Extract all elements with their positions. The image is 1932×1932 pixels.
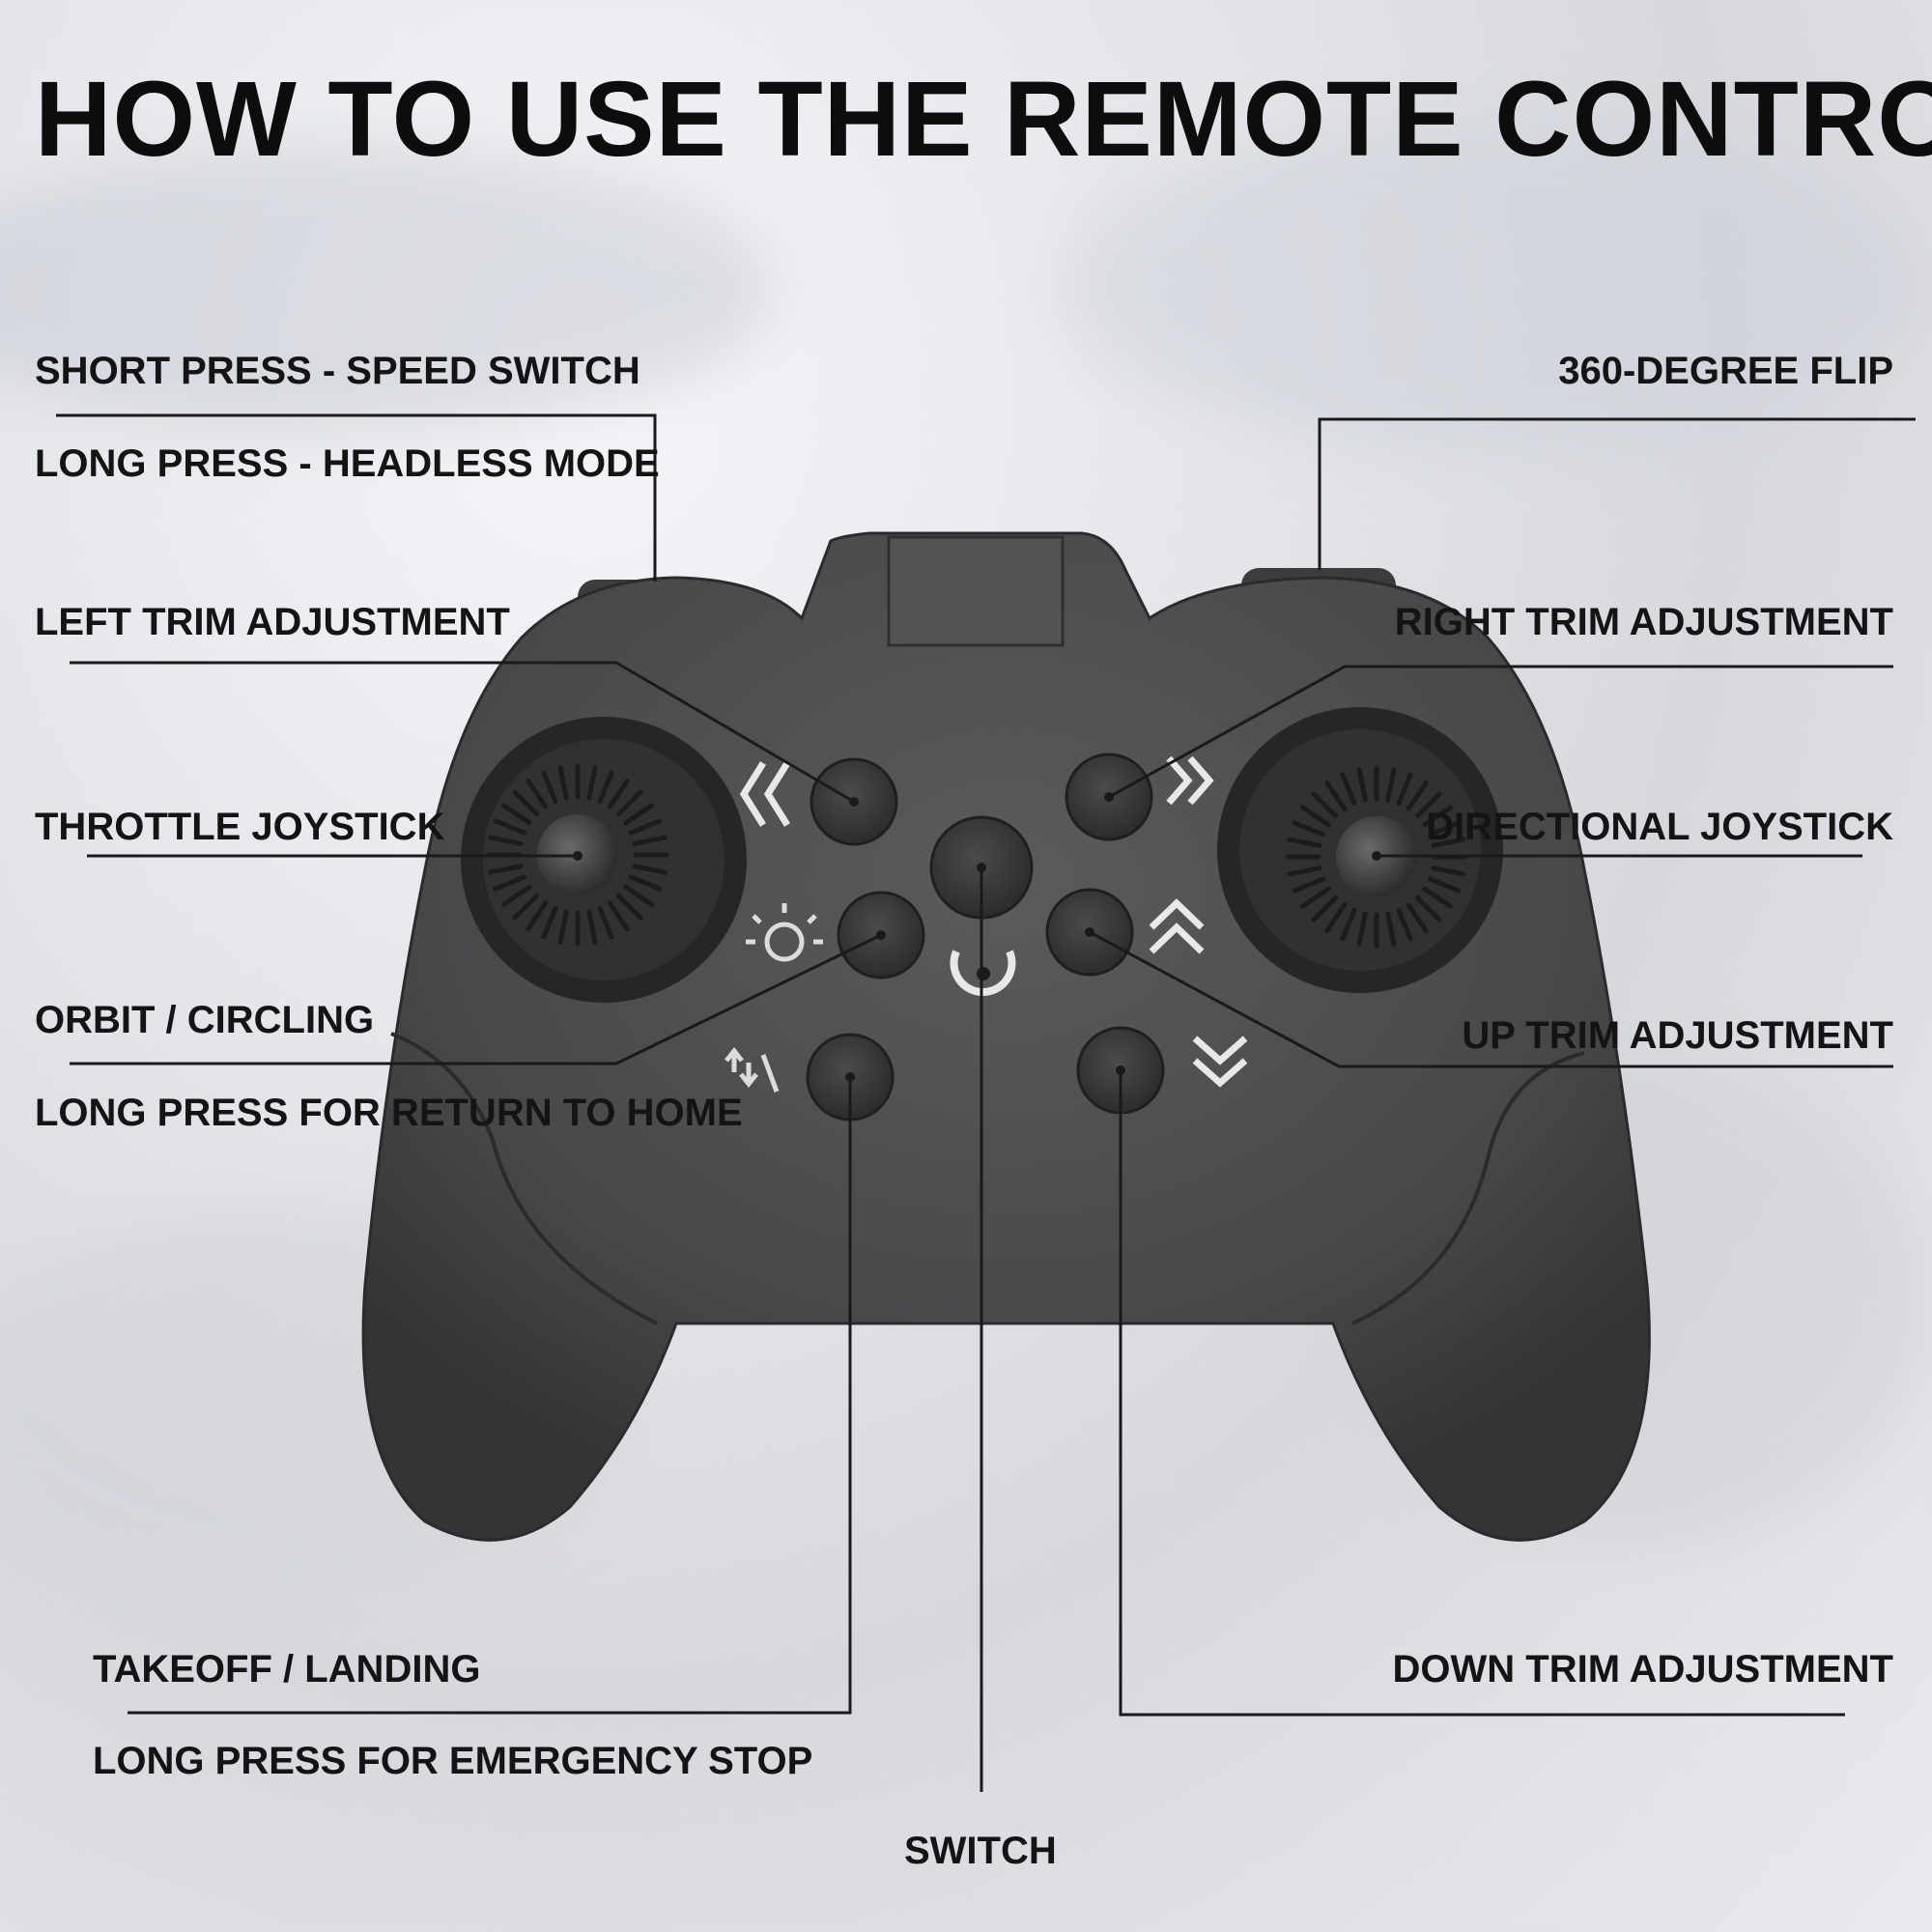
label-switch: SWITCH	[904, 1830, 1057, 1872]
grip-ridge	[1414, 895, 1442, 923]
right-grip-seam	[1351, 1051, 1585, 1325]
background-texture	[1063, 116, 1932, 454]
grip-ridge	[541, 770, 558, 805]
grip-ridge	[597, 905, 614, 940]
grip-ridge	[615, 893, 643, 921]
label-left-trim-adjustment: LEFT TRIM ADJUSTMENT	[35, 601, 510, 643]
leader-line-orbit	[70, 933, 882, 1065]
joystick-grip-ridges	[1285, 765, 1468, 949]
left-grip-seam	[390, 1032, 658, 1325]
grip-ridge	[1431, 837, 1466, 848]
leader-lines	[56, 413, 1916, 1792]
grip-ridge	[501, 884, 532, 907]
grip-ridge	[1324, 781, 1348, 811]
leader-line-speed-switch	[56, 413, 657, 582]
controller-body	[361, 531, 1651, 1542]
grip-ridge	[493, 874, 527, 892]
grip-ridge	[1406, 781, 1429, 811]
grip-ridge	[1414, 791, 1442, 819]
leader-line-right-trim	[1108, 665, 1893, 799]
grip-ridge	[1292, 820, 1326, 838]
grip-ridge	[1406, 902, 1429, 933]
label-return-to-home: LONG PRESS FOR RETURN TO HOME	[35, 1092, 743, 1134]
grip-ridge	[628, 818, 663, 836]
grip-ridge	[1311, 791, 1339, 819]
label-directional-joystick: DIRECTIONAL JOYSTICK	[1426, 806, 1893, 848]
top-compartment	[887, 535, 1065, 647]
grip-ridge	[628, 874, 663, 892]
grip-ridge	[526, 900, 549, 931]
page-title: HOW TO USE THE REMOTE CONTROL	[35, 60, 1932, 179]
grip-ridge	[1340, 772, 1357, 807]
grip-ridge	[1385, 767, 1397, 803]
grip-ridge	[1422, 805, 1453, 828]
leader-line-up-trim	[1089, 930, 1893, 1068]
grip-ridge	[607, 779, 630, 810]
label-360-degree-flip: 360-DEGREE FLIP	[1558, 350, 1893, 392]
leader-line-left-trim	[70, 661, 855, 804]
light-toggle-icon	[746, 903, 823, 962]
background-texture	[0, 145, 773, 435]
label-takeoff-landing: TAKEOFF / LANDING	[93, 1648, 481, 1690]
takeoff-landing-icon	[724, 1046, 780, 1093]
grip-ridge	[493, 818, 527, 836]
grip-ridge	[1427, 820, 1462, 838]
grip-ridge	[501, 803, 532, 826]
double-chevron-right-icon	[1166, 755, 1214, 806]
label-orbit-circling: ORBIT / CIRCLING	[35, 999, 375, 1041]
grip-ridge	[1300, 886, 1331, 909]
grip-ridge	[1292, 876, 1326, 894]
label-up-trim-adjustment: UP TRIM ADJUSTMENT	[1462, 1014, 1893, 1057]
leader-line-down-trim	[1119, 1070, 1845, 1717]
throttle-joystick[interactable]	[461, 717, 747, 1003]
grip-ridge	[1287, 837, 1322, 848]
grip-ridge	[1300, 805, 1331, 828]
double-chevron-left-icon	[739, 761, 790, 827]
double-chevron-up-icon	[1149, 898, 1205, 954]
grip-ridge	[512, 789, 540, 817]
grip-ridge	[1427, 876, 1462, 894]
leader-line-takeoff	[128, 1077, 852, 1715]
grip-ridge	[1422, 886, 1453, 909]
grip-ridge	[488, 864, 524, 875]
grip-ridge	[1396, 772, 1413, 807]
label-short-press-speed-switch: SHORT PRESS - SPEED SWITCH	[35, 350, 640, 392]
label-long-press-headless-mode: LONG PRESS - HEADLESS MODE	[35, 442, 660, 485]
grip-ridge	[1396, 907, 1413, 942]
grip-ridge	[615, 789, 643, 817]
leader-line-flip	[1318, 417, 1916, 570]
label-right-trim-adjustment: RIGHT TRIM ADJUSTMENT	[1394, 601, 1893, 643]
grip-ridge	[1311, 895, 1339, 923]
grip-ridge	[623, 884, 654, 907]
grip-ridge	[586, 765, 598, 801]
directional-joystick[interactable]	[1217, 707, 1503, 993]
grip-ridge	[1340, 907, 1357, 942]
double-chevron-down-icon	[1192, 1036, 1248, 1088]
grip-ridge	[1287, 866, 1322, 877]
grip-ridge	[1356, 767, 1368, 803]
grip-ridge	[586, 909, 598, 945]
grip-ridge	[623, 803, 654, 826]
grip-ridge	[1324, 902, 1348, 933]
grip-ridge	[632, 835, 668, 846]
grip-ridge	[541, 905, 558, 940]
joystick-grip-ridges	[486, 763, 669, 947]
grip-ridge	[1431, 866, 1466, 877]
label-throttle-joystick: THROTTLE JOYSTICK	[35, 806, 445, 848]
grip-ridge	[526, 779, 549, 810]
grip-ridge	[512, 893, 540, 921]
grip-ridge	[557, 909, 569, 945]
label-down-trim-adjustment: DOWN TRIM ADJUSTMENT	[1392, 1648, 1893, 1690]
grip-ridge	[1385, 911, 1397, 947]
grip-ridge	[557, 765, 569, 801]
grip-ridge	[607, 900, 630, 931]
leader-line-endpoints	[573, 792, 1381, 1082]
grip-ridge	[1356, 911, 1368, 947]
power-led-icon	[977, 967, 990, 980]
grip-ridge	[488, 835, 524, 846]
label-emergency-stop: LONG PRESS FOR EMERGENCY STOP	[93, 1740, 813, 1782]
grip-ridge	[632, 864, 668, 875]
grip-ridge	[597, 770, 614, 805]
